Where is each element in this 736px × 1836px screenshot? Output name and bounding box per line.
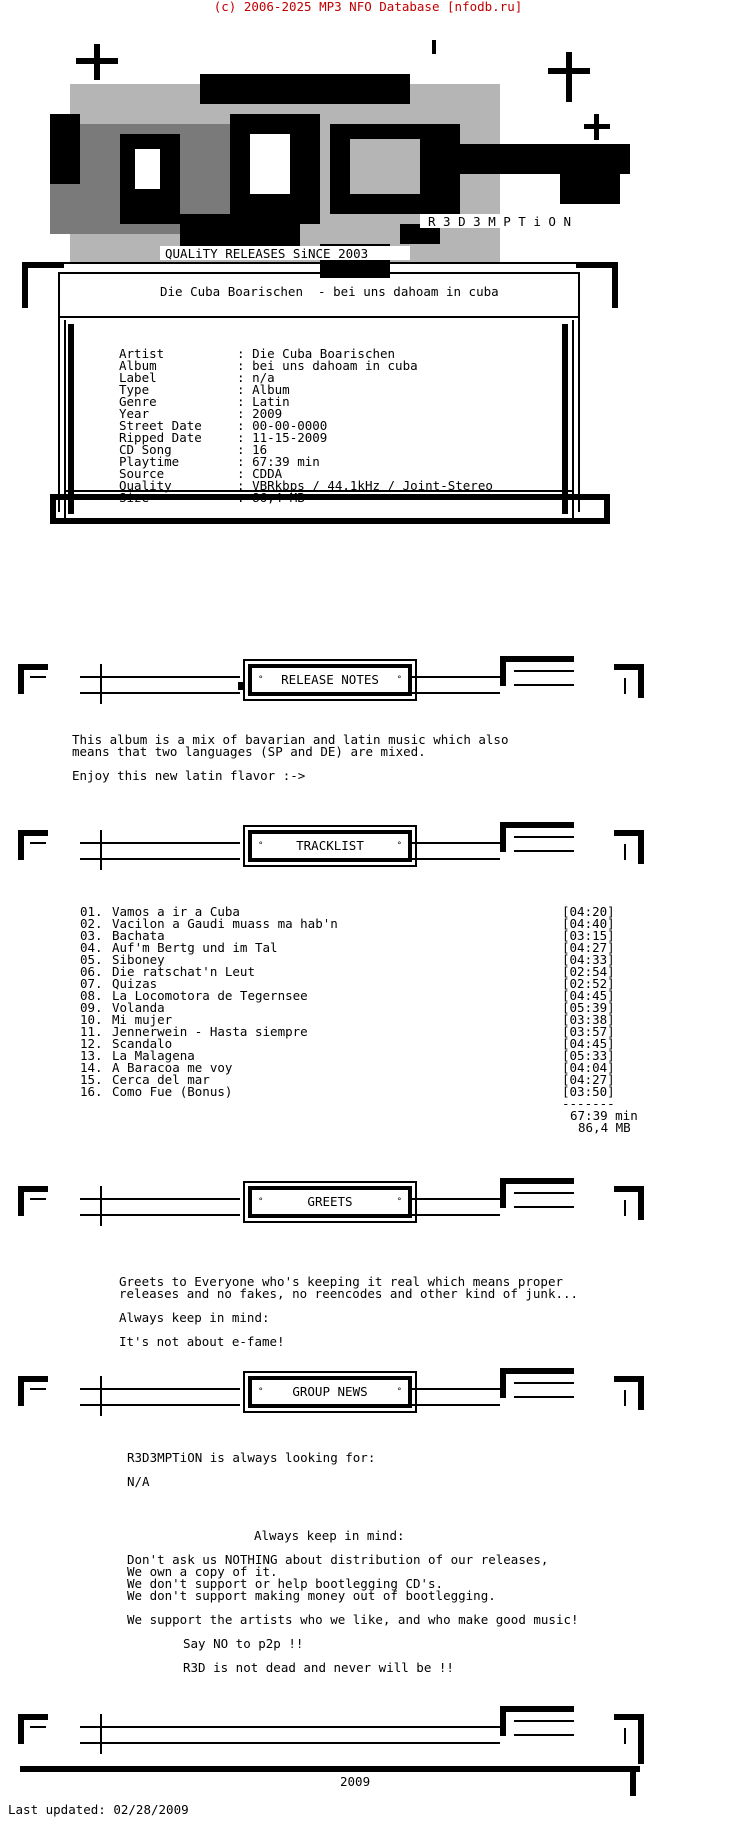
- info-value: : 86,4 MB: [237, 490, 305, 505]
- info-value: : 2009: [237, 406, 283, 421]
- info-value: : 16: [237, 442, 268, 457]
- info-label: Source: [119, 466, 165, 481]
- track-row: 14.A Baracoa me voy[04:04]: [80, 1060, 615, 1075]
- info-label: Label: [119, 370, 157, 385]
- track-row: 02.Vacilon a Gaudi muass ma hab'n[04:40]: [80, 916, 615, 931]
- total-playtime: 67:39 min: [570, 1108, 638, 1123]
- logo-slogan: QUALiTY RELEASES SiNCE 2003: [165, 246, 369, 261]
- news-line: R3D is not dead and never will be !!: [183, 1660, 454, 1675]
- news-line: Say NO to p2p !!: [183, 1636, 304, 1651]
- section-banner-tracklist: [0, 822, 736, 878]
- info-value: : Die Cuba Boarischen: [237, 346, 396, 361]
- info-label: Playtime: [119, 454, 180, 469]
- info-label: Ripped Date: [119, 430, 202, 445]
- news-line: Always keep in mind:: [254, 1528, 405, 1543]
- section-banner-group-news: [0, 1368, 736, 1424]
- info-value: : Latin: [237, 394, 290, 409]
- info-frame: [0, 250, 736, 540]
- info-value: : 67:39 min: [237, 454, 320, 469]
- info-label: Size: [119, 490, 150, 505]
- section-banner-greets: [0, 1178, 736, 1234]
- track-row: 15.Cerca del mar[04:27]: [80, 1072, 615, 1087]
- info-label: Genre: [119, 394, 157, 409]
- info-label: Artist: [119, 346, 165, 361]
- section-banner-release-notes: [0, 656, 736, 712]
- info-value: : 00-00-0000: [237, 418, 328, 433]
- news-line: R3D3MPTiON is always looking for:: [127, 1450, 376, 1465]
- release-notes-line: means that two languages (SP and DE) are…: [72, 744, 426, 759]
- release-notes-line: This album is a mix of bavarian and lati…: [72, 732, 509, 747]
- track-row: 05.Siboney[04:33]: [80, 952, 615, 967]
- news-line: Don't ask us NOTHING about distribution …: [127, 1552, 549, 1567]
- track-row: 06.Die ratschat'n Leut[02:54]: [80, 964, 615, 979]
- track-row: 11.Jennerwein - Hasta siempre[03:57]: [80, 1024, 615, 1039]
- track-row: 10.Mi mujer[03:38]: [80, 1012, 615, 1027]
- news-line: We don't support or help bootlegging CD'…: [127, 1576, 444, 1591]
- news-line: N/A: [127, 1474, 150, 1489]
- news-line: We support the artists who we like, and …: [127, 1612, 579, 1627]
- track-row: 16.Como Fue (Bonus)[03:50]: [80, 1084, 615, 1099]
- news-line: We own a copy of it.: [127, 1564, 278, 1579]
- track-row: 13.La Malagena[05:33]: [80, 1048, 615, 1063]
- info-value: : VBRkbps / 44.1kHz / Joint-Stereo: [237, 478, 493, 493]
- section-title-group-news: °GROUP NEWS°: [243, 1371, 417, 1413]
- info-label: Quality: [119, 478, 172, 493]
- section-title-tracklist: °TRACKLIST°: [243, 825, 417, 867]
- info-value: : CDDA: [237, 466, 283, 481]
- total-size: 86,4 MB: [578, 1120, 631, 1135]
- r3d-logo: R 3 D 3 M P T i O N: [0, 14, 736, 314]
- last-updated: Last updated: 02/28/2009: [8, 1802, 189, 1817]
- greets-line: releases and no fakes, no reencodes and …: [119, 1286, 579, 1301]
- track-row: 08.La Locomotora de Tegernsee[04:45]: [80, 988, 615, 1003]
- release-notes-line: Enjoy this new latin flavor :->: [72, 768, 306, 783]
- greets-line: Always keep in mind:: [119, 1310, 270, 1325]
- section-title-release-notes: °RELEASE NOTES°: [243, 659, 417, 701]
- info-label: CD Song: [119, 442, 172, 457]
- footer-banner: [0, 1706, 736, 1816]
- track-row: 04.Auf'm Bertg und im Tal[04:27]: [80, 940, 615, 955]
- site-header[interactable]: (c) 2006-2025 MP3 NFO Database [nfodb.ru…: [213, 0, 523, 14]
- info-value: : Album: [237, 382, 290, 397]
- section-title-greets: °GREETS°: [243, 1181, 417, 1223]
- info-label: Album: [119, 358, 157, 373]
- info-value: : bei uns dahoam in cuba: [237, 358, 418, 373]
- info-label: Type: [119, 382, 150, 397]
- release-title: Die Cuba Boarischen - bei uns dahoam in …: [160, 284, 499, 299]
- info-label: Street Date: [119, 418, 202, 433]
- track-row: 09.Volanda[05:39]: [80, 1000, 615, 1015]
- info-label: Year: [119, 406, 150, 421]
- logo-tagline: R 3 D 3 M P T i O N: [428, 214, 571, 229]
- track-row: 12.Scandalo[04:45]: [80, 1036, 615, 1051]
- track-row: 07.Quizas[02:52]: [80, 976, 615, 991]
- totals-separator: -------: [562, 1096, 615, 1111]
- track-row: 01.Vamos a ir a Cuba[04:20]: [80, 904, 615, 919]
- greets-line: Greets to Everyone who's keeping it real…: [119, 1274, 564, 1289]
- greets-line: It's not about e-fame!: [119, 1334, 285, 1349]
- news-line: We don't support making money out of boo…: [127, 1588, 496, 1603]
- info-value: : n/a: [237, 370, 275, 385]
- footer-year: 2009: [340, 1774, 371, 1789]
- track-row: 03.Bachata[03:15]: [80, 928, 615, 943]
- info-value: : 11-15-2009: [237, 430, 328, 445]
